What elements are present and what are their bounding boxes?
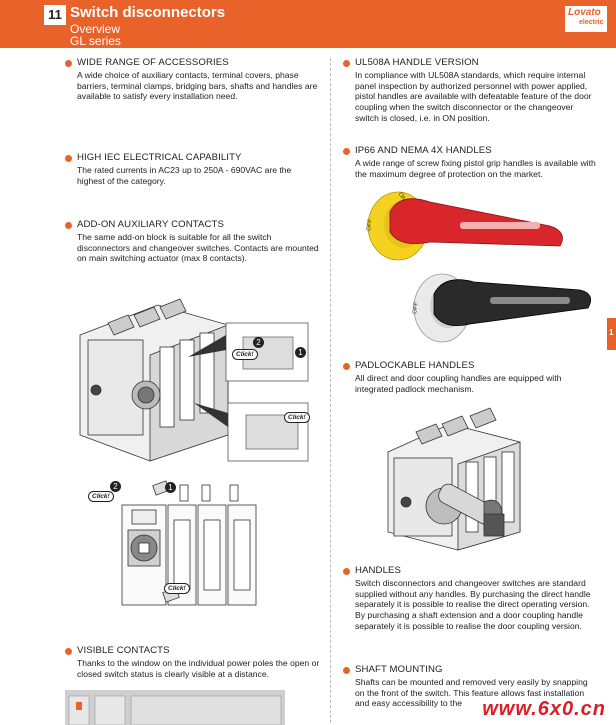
bullet-icon <box>65 59 72 67</box>
page-header: 11 Switch disconnectors Overview GL seri… <box>0 0 616 48</box>
visible-contacts-figure <box>65 690 285 725</box>
aux-contact-assembly-figure <box>79 298 309 462</box>
step-2-badge: 2 <box>253 337 264 348</box>
bullet-icon <box>343 59 350 67</box>
page-title: Switch disconnectors <box>70 4 226 21</box>
brand-logo: Lovato electric <box>565 6 607 32</box>
click-badge: Click! <box>88 491 114 502</box>
side-tab-label: 1 <box>609 328 614 337</box>
section-handles: HANDLES Switch disconnectors and changeo… <box>343 565 598 632</box>
section-body: The rated currents in AC23 up to 250A - … <box>77 164 292 186</box>
section-body: A wide choice of auxiliary contacts, ter… <box>77 69 318 102</box>
bullet-icon <box>65 154 72 162</box>
section-title: HIGH IEC ELECTRICAL CAPABILITY <box>77 152 242 163</box>
chapter-number: 11 <box>44 5 66 25</box>
step-1-badge: 1 <box>295 347 306 358</box>
click-badge: Click! <box>284 412 310 423</box>
section-title: IP66 AND NEMA 4X HANDLES <box>355 145 492 156</box>
section-body: A wide range of screw fixing pistol grip… <box>355 157 596 179</box>
page-subtitle: Overview <box>70 22 121 36</box>
section-title: VISIBLE CONTACTS <box>77 645 170 656</box>
section-title: UL508A HANDLE VERSION <box>355 57 479 68</box>
step-1-badge: 1 <box>165 482 176 493</box>
bullet-icon <box>65 221 72 229</box>
bullet-icon <box>65 647 72 655</box>
section-visible-contacts: VISIBLE CONTACTS Thanks to the window on… <box>65 645 320 679</box>
logo-subtext: electric <box>579 19 604 26</box>
section-body: All direct and door coupling handles are… <box>355 372 562 394</box>
section-shaft-mounting: SHAFT MOUNTING Shafts can be mounted and… <box>343 664 598 709</box>
bullet-icon <box>343 666 350 674</box>
section-title: HANDLES <box>355 565 402 576</box>
section-title: SHAFT MOUNTING <box>355 664 443 675</box>
bullet-icon <box>343 362 350 370</box>
section-iec-capability: HIGH IEC ELECTRICAL CAPABILITY The rated… <box>65 152 320 186</box>
series-label: GL series <box>70 34 121 48</box>
section-accessories: WIDE RANGE OF ACCESSORIES A wide choice … <box>65 57 320 102</box>
section-ul508a: UL508A HANDLE VERSION In compliance with… <box>343 57 598 124</box>
section-body: Thanks to the window on the individual p… <box>77 657 320 679</box>
logo-text: Lovato <box>568 7 601 18</box>
section-body: In compliance with UL508A standards, whi… <box>355 69 592 123</box>
section-ip66-nema: IP66 AND NEMA 4X HANDLES A wide range of… <box>343 145 598 179</box>
section-title: WIDE RANGE OF ACCESSORIES <box>77 57 229 68</box>
section-body: Shafts can be mounted and removed very e… <box>355 676 588 709</box>
bullet-icon <box>343 147 350 155</box>
padlock-switch-figure <box>387 407 521 551</box>
ip66-handles-figure <box>367 191 592 343</box>
chapter-side-tab[interactable]: 1 <box>607 318 616 350</box>
click-badge: Click! <box>232 349 258 360</box>
section-body: Switch disconnectors and changeover swit… <box>355 577 591 631</box>
section-title: PADLOCKABLE HANDLES <box>355 360 475 371</box>
section-body: The same add-on block is suitable for al… <box>77 231 319 264</box>
bullet-icon <box>343 567 350 575</box>
section-padlockable: PADLOCKABLE HANDLES All direct and door … <box>343 360 598 394</box>
column-divider <box>330 58 331 723</box>
section-title: ADD-ON AUXILIARY CONTACTS <box>77 219 224 230</box>
click-badge: Click! <box>164 583 190 594</box>
section-auxiliary-contacts: ADD-ON AUXILIARY CONTACTS The same add-o… <box>65 219 320 264</box>
front-view-figure <box>121 480 257 606</box>
watermark: www.6x0.cn <box>482 698 606 720</box>
step-2-badge: 2 <box>110 481 121 492</box>
